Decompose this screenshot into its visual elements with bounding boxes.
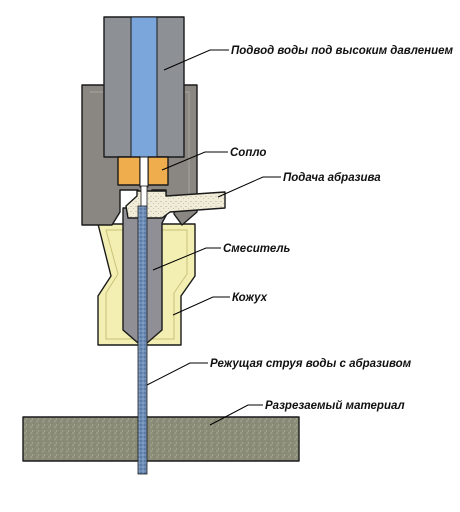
casing-bevel bbox=[105, 229, 188, 340]
label-nozzle: Сопло bbox=[230, 147, 266, 159]
leader-water-supply bbox=[163, 49, 229, 71]
cut-material-block bbox=[22, 416, 300, 462]
leader-material bbox=[209, 404, 263, 426]
leader-casing bbox=[172, 296, 230, 316]
orifice-channel bbox=[139, 156, 149, 188]
label-water-supply: Подвод воды под высоким давлением bbox=[231, 45, 454, 57]
leader-nozzle bbox=[161, 151, 228, 171]
leader-jet bbox=[146, 362, 208, 386]
orifice-right bbox=[147, 156, 169, 186]
abrasive-feed-pipe bbox=[125, 190, 226, 219]
label-jet: Режущая струя воды с абразивом bbox=[210, 358, 412, 370]
label-abrasive-feed: Подача абразива bbox=[283, 172, 381, 184]
cutting-jet bbox=[137, 205, 148, 475]
orifice-left bbox=[117, 156, 141, 186]
water-channel bbox=[130, 16, 158, 158]
label-material: Разрезаемый материал bbox=[265, 400, 405, 412]
water-jet-thin bbox=[140, 185, 148, 209]
leader-abrasive-feed bbox=[217, 176, 281, 198]
label-mixer: Смеситель bbox=[223, 243, 291, 255]
leader-mixer bbox=[152, 247, 221, 271]
label-casing: Кожух bbox=[232, 292, 268, 304]
